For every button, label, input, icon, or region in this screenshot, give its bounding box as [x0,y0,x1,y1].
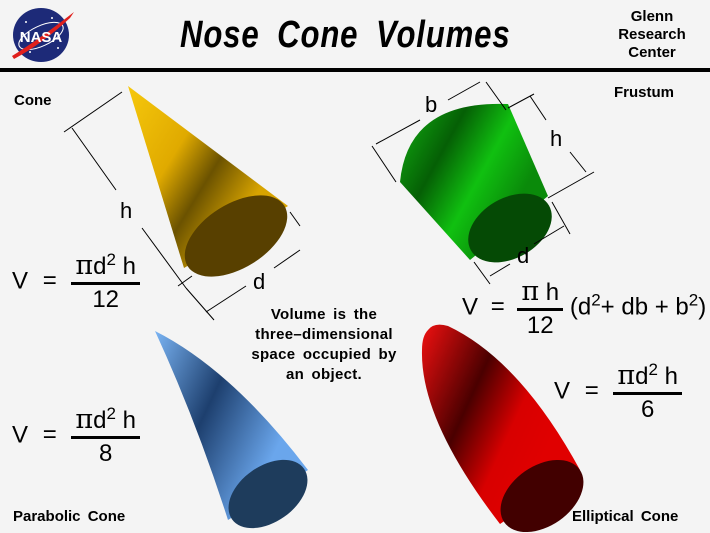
formula-equals: = [584,377,599,405]
formula-equals: = [490,293,505,321]
pi-symbol: π [75,404,94,435]
nasa-logo: NASA [8,4,76,64]
formula-fraction: πd2 h 12 [71,250,140,314]
frustum-dim-h: h [550,126,563,151]
formula-lhs: V [12,267,29,295]
description-line: Volume is the [270,306,378,323]
formula-lhs: V [12,421,29,449]
frustum-shape [371,81,595,285]
formula-fraction: πd2 h 6 [613,360,682,424]
center-name: Glenn Research Center [612,8,692,62]
formula-lhs: V [554,377,571,405]
cone-dim-d: d [253,269,266,294]
center-line-1: Glenn [630,8,674,25]
page-title: Nose Cone Volumes [180,14,511,56]
volume-description: Volume is the three–dimensional space oc… [234,305,414,385]
formula-equals: = [42,267,57,295]
parabolic-cone-label: Parabolic Cone [13,508,126,525]
formula-lhs: V [462,293,479,321]
pi-symbol: π [75,250,94,281]
frustum-dim-b: b [425,92,438,117]
formula-equals: = [42,421,57,449]
cone-dim-h: h [120,198,133,223]
description-line: an object. [285,366,362,383]
parabolic-cone-shape [155,331,308,529]
elliptical-cone-label: Elliptical Cone [572,508,679,525]
pi-symbol: π [617,360,636,391]
center-line-3: Center [628,44,676,61]
cone-formula: V = πd2 h 12 [12,250,140,314]
elliptical-formula: V = πd2 h 6 [554,360,682,424]
frustum-dim-d: d [517,243,530,268]
elliptical-cone-shape [421,324,584,533]
cone-label: Cone [14,92,52,109]
formula-fraction: πd2 h 8 [71,404,140,468]
description-line: three–dimensional [255,326,393,343]
header-divider [0,68,710,72]
cone-shape [63,86,301,321]
center-line-2: Research [618,26,686,43]
nasa-meatball-icon: NASA [12,8,74,62]
frustum-formula: V = π h 12 (d2+ db + b2) [462,276,707,340]
formula-fraction: π h 12 [517,276,564,340]
svg-text:NASA: NASA [20,29,63,46]
frustum-label: Frustum [614,84,674,101]
parabolic-formula: V = πd2 h 8 [12,404,140,468]
pi-symbol: π [521,276,540,307]
description-line: space occupied by [251,346,397,363]
